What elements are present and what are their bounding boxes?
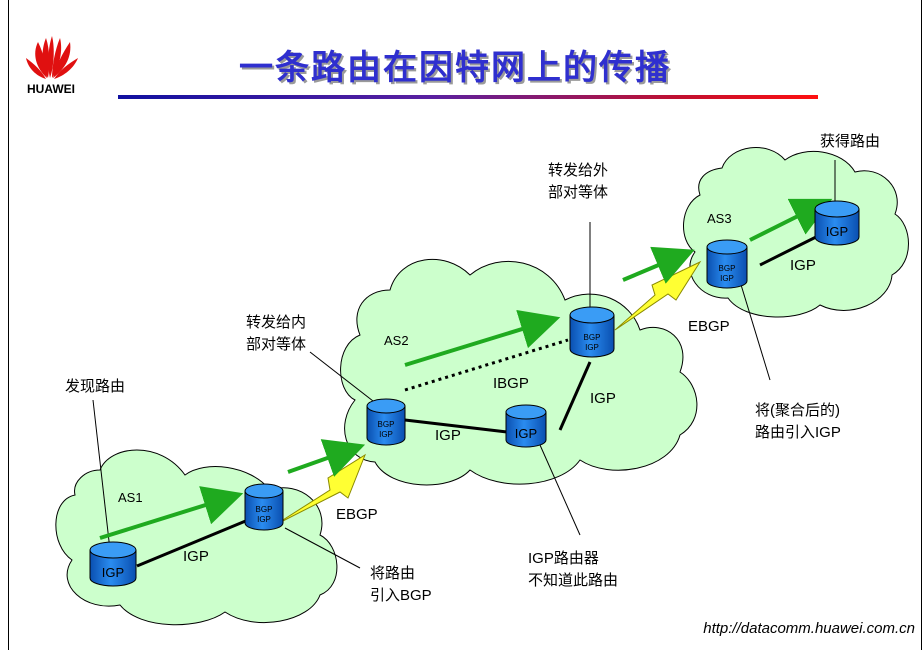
frame-left-border [8,0,9,650]
callout-line: 转发给外 [548,162,609,179]
router-label: IGP [720,274,734,283]
router-label: BGP [584,333,601,342]
as-label: AS3 [707,211,732,226]
link-label-igp: IGP [590,390,616,407]
router-icon: BGP IGP [569,306,615,358]
router-icon: IGP [814,200,860,246]
callout-discover-route: 发现路由 [65,378,126,395]
callout-line: IGP路由器 [528,550,599,567]
link-label-igp: IGP [435,427,461,444]
cloud-icon [683,147,909,318]
router-label: IGP [585,343,599,352]
router-icon: IGP [89,541,137,587]
link-label-ibgp: IBGP [493,375,529,392]
frame-right-border [921,0,922,650]
igp-links [136,234,819,568]
router-icon: IGP [505,404,547,448]
title-underline [118,95,818,99]
router-icon: BGP IGP [706,239,748,289]
huawei-logo-icon [26,36,78,79]
brand-name: HUAWEI [27,82,75,96]
router-icon: BGP IGP [366,398,406,446]
link-label-ebgp: EBGP [688,318,730,335]
as-label: AS2 [384,333,409,348]
footer-url: http://datacomm.huawei.com.cn [703,620,915,637]
router-icon: BGP IGP [244,483,284,531]
router-label: IGP [826,224,848,239]
ibgp-link [404,338,569,392]
callout-forward-internal: 转发给内 部对等体 [246,312,306,356]
callout-line: 引入BGP [370,587,432,604]
callout-line: 部对等体 [246,336,307,353]
callout-lines [92,160,836,569]
callout-line: 不知道此路由 [528,572,619,589]
link-label-ebgp: EBGP [336,506,378,523]
callout-obtain-route: 获得路由 [820,133,881,150]
router-label: IGP [102,565,124,580]
link-label-igp: IGP [183,548,209,565]
callout-forward-external: 转发给外 部对等体 [548,160,608,204]
callout-line: 将(聚合后的) [755,402,840,419]
callout-line: 转发给内 [246,314,307,331]
callout-import-bgp: 将路由 引入BGP [370,563,432,607]
callout-line: 部对等体 [548,184,609,201]
as-label: AS1 [118,490,143,505]
link-label-igp: IGP [790,257,816,274]
callout-igp-router-unaware: IGP路由器 不知道此路由 [528,548,618,592]
router-label: IGP [257,515,271,524]
router-label: IGP [515,426,537,441]
router-label: BGP [719,264,736,273]
callout-line: 将路由 [370,565,416,582]
cloud-icon [55,449,338,626]
page-title: 一条路由在因特网上的传播 [239,49,671,87]
arrow-icon [99,198,833,540]
router-label: BGP [256,505,273,514]
callout-import-igp: 将(聚合后的) 路由引入IGP [755,400,841,444]
router-label: BGP [378,420,395,429]
router-label: IGP [379,430,393,439]
callout-line: 路由引入IGP [755,424,841,441]
